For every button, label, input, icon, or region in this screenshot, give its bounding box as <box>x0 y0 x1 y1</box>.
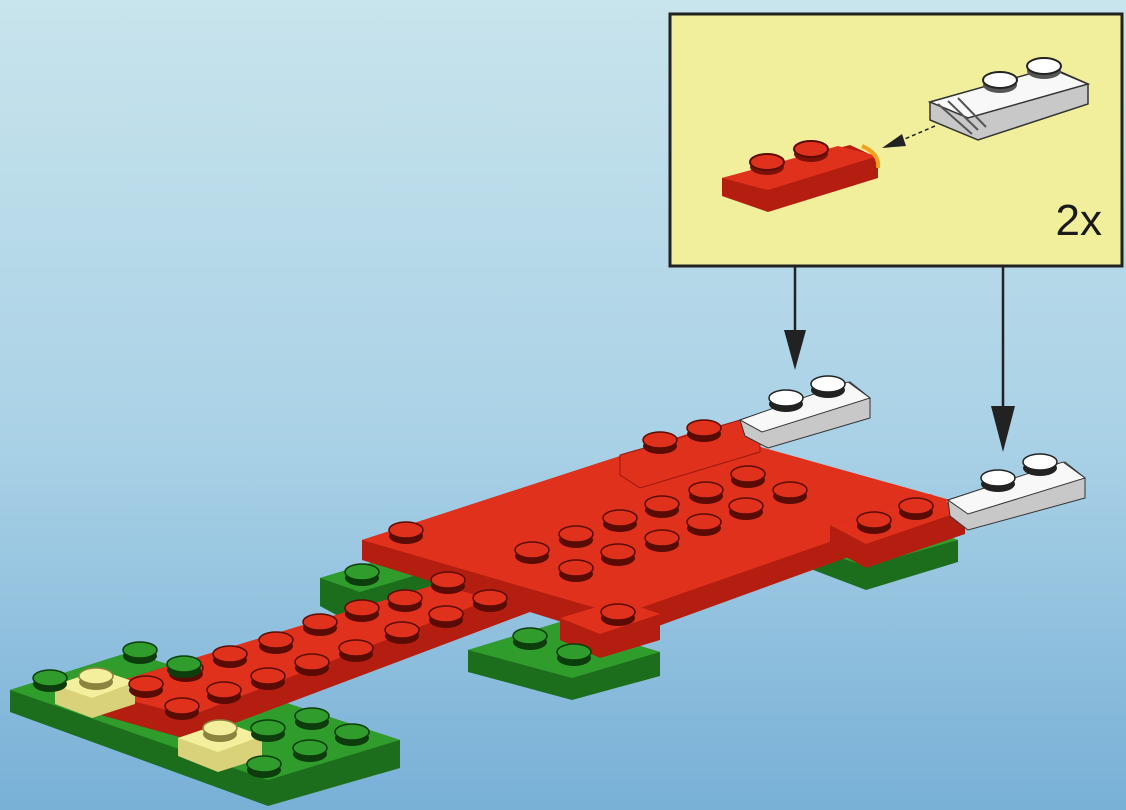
stud <box>559 526 593 542</box>
stud <box>167 656 201 672</box>
stud <box>731 466 765 482</box>
stud <box>1023 454 1057 470</box>
stud <box>295 708 329 724</box>
stud <box>259 632 293 648</box>
stud <box>559 560 593 576</box>
stud <box>165 698 199 714</box>
stud <box>643 432 677 448</box>
stud <box>129 676 163 692</box>
stud <box>981 470 1015 486</box>
callout-panel <box>670 14 1122 266</box>
stud <box>388 590 422 606</box>
stud <box>345 564 379 580</box>
stud <box>293 740 327 756</box>
stud <box>769 390 803 406</box>
stud <box>79 668 113 684</box>
stud <box>123 642 157 658</box>
stud <box>385 622 419 638</box>
stud <box>811 376 845 392</box>
stud <box>687 514 721 530</box>
stud <box>729 498 763 514</box>
stud <box>251 668 285 684</box>
stud <box>857 512 891 528</box>
stud <box>389 522 423 538</box>
stud <box>207 682 241 698</box>
stud <box>303 614 337 630</box>
stud <box>295 654 329 670</box>
stud <box>513 628 547 644</box>
stud <box>557 644 591 660</box>
quantity-label: 2x <box>1056 196 1102 246</box>
stud <box>33 670 67 686</box>
stud <box>645 530 679 546</box>
stud <box>247 756 281 772</box>
stud <box>515 542 549 558</box>
stud <box>251 720 285 736</box>
stud <box>431 572 465 588</box>
stud <box>645 496 679 512</box>
stud <box>339 640 373 656</box>
stud <box>203 720 237 736</box>
stud <box>429 606 463 622</box>
stud <box>603 510 637 526</box>
stud <box>601 544 635 560</box>
stud <box>899 498 933 514</box>
stud <box>213 646 247 662</box>
stud <box>345 600 379 616</box>
stud <box>773 482 807 498</box>
stud <box>335 724 369 740</box>
stud <box>687 420 721 436</box>
stud <box>473 590 507 606</box>
stud <box>689 482 723 498</box>
stud <box>601 604 635 620</box>
